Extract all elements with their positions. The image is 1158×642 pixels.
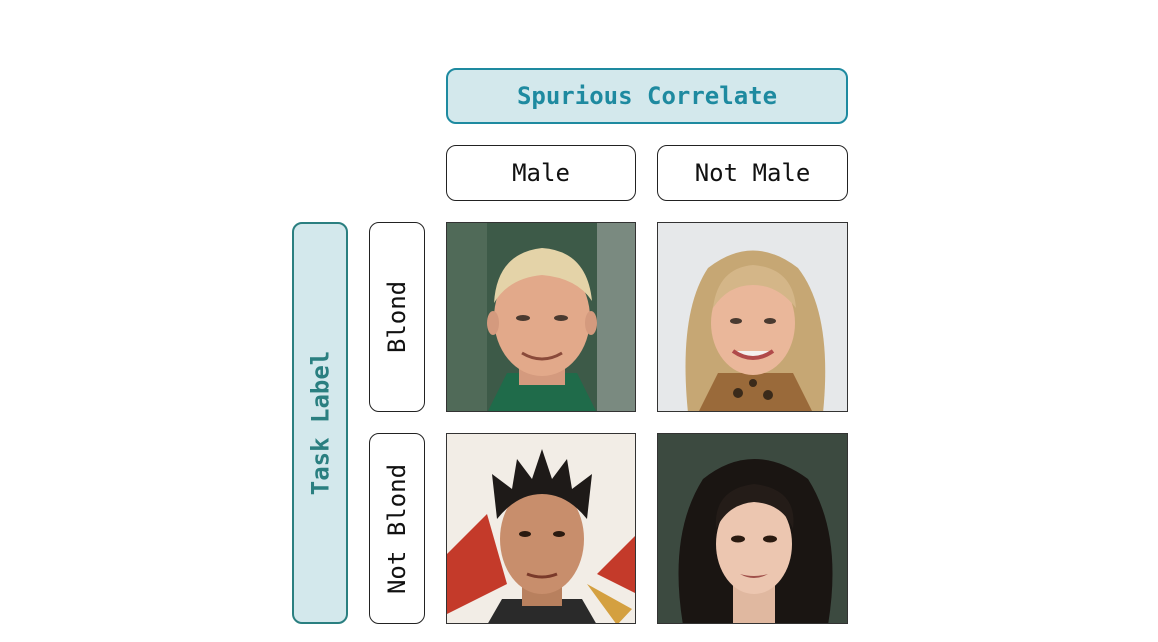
dark-haired-female-image [657, 433, 848, 624]
task-label-header: Task Label [292, 222, 348, 624]
blond-male-image [446, 222, 636, 412]
blond-female-image [657, 222, 848, 412]
column-label-male-text: Male [512, 159, 570, 187]
task-label-text: Task Label [306, 350, 334, 496]
row-label-blond-text: Blond [383, 280, 411, 354]
column-label-not-male: Not Male [657, 145, 848, 201]
row-label-blond: Blond [369, 222, 425, 412]
dark-haired-male-image [446, 433, 636, 624]
row-label-not-blond-text: Not Blond [383, 463, 412, 594]
spurious-correlate-header: Spurious Correlate [446, 68, 848, 124]
column-label-male: Male [446, 145, 636, 201]
row-label-not-blond: Not Blond [369, 433, 425, 624]
spurious-correlate-label: Spurious Correlate [516, 82, 778, 110]
column-label-not-male-text: Not Male [694, 159, 811, 187]
